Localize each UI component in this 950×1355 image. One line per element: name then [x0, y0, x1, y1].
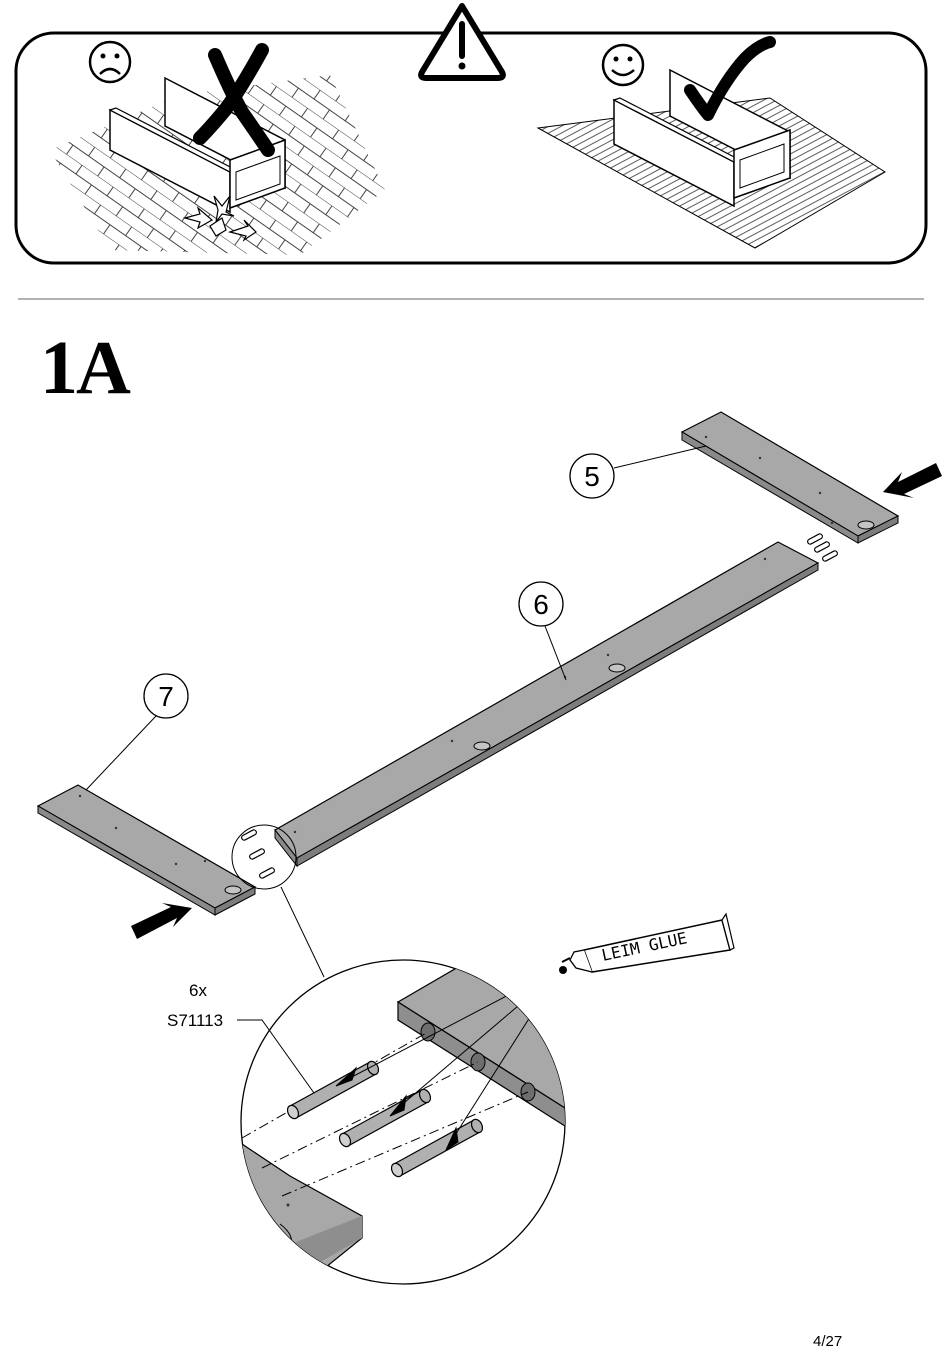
callout-6: 6 [519, 582, 566, 680]
warning-panel [16, 6, 926, 263]
step-title: 1A [40, 330, 129, 406]
hardware-code: S71113 [167, 1011, 223, 1031]
push-arrow-left-icon [131, 903, 192, 939]
board-5 [682, 412, 898, 543]
dowel-group-right [807, 533, 838, 562]
push-arrow-right-icon [883, 463, 942, 498]
callout-5: 5 [570, 446, 706, 498]
sad-face-icon [90, 42, 130, 82]
callout-label-5: 5 [584, 461, 600, 492]
smiley-face-icon [603, 45, 643, 85]
detail-connector [281, 887, 324, 977]
dowel-group-left [241, 829, 275, 879]
detail-view [230, 960, 640, 1284]
detail-source-circle [232, 825, 296, 889]
board-7 [38, 785, 255, 915]
hardware-quantity: 6x [189, 981, 207, 1001]
callout-7: 7 [86, 674, 188, 790]
callout-label-7: 7 [158, 681, 174, 712]
page-number: 4/27 [813, 1333, 842, 1350]
glue-tube-icon: LEIM GLUE [559, 914, 734, 974]
callout-label-6: 6 [533, 589, 549, 620]
